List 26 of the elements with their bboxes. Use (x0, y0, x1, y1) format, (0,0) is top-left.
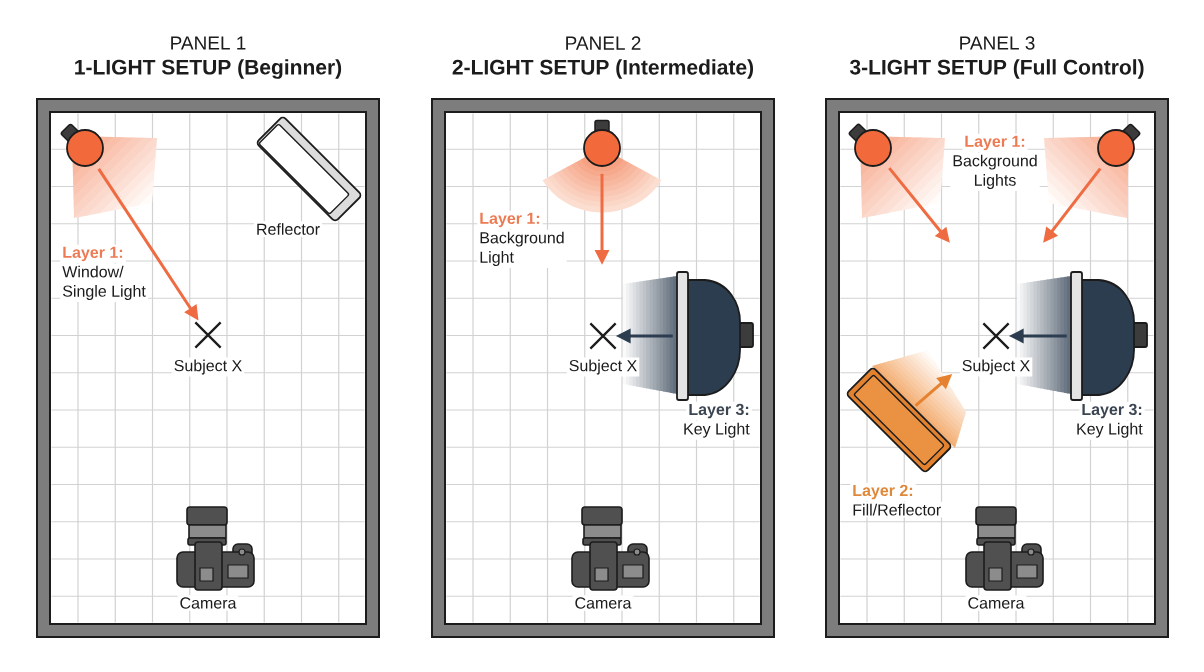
node-label: Camera (572, 595, 634, 611)
camera (965, 506, 1044, 591)
node-label: Camera (965, 595, 1027, 611)
node-label: Camera (177, 595, 239, 611)
lamp (848, 123, 892, 167)
panel-number: PANEL 3 (960, 36, 1035, 50)
reflector-panel (853, 374, 945, 466)
softbox-light (676, 271, 754, 401)
cross-mark (589, 322, 617, 350)
softbox-light (1070, 271, 1148, 401)
node-label: Reflector (254, 221, 322, 237)
panel-title: 3-LIGHT SETUP (Full Control) (849, 59, 1144, 79)
panel-title: 1-LIGHT SETUP (Beginner) (75, 59, 342, 79)
lamp (60, 123, 104, 167)
camera (176, 506, 255, 591)
panel-number: PANEL 2 (566, 36, 641, 50)
node-label: Key Light (1074, 420, 1145, 440)
panel-number: PANEL 1 (171, 36, 246, 50)
lamp (1097, 123, 1141, 167)
lamp (583, 119, 621, 167)
cross-mark (982, 322, 1010, 350)
camera (571, 506, 650, 591)
reflector-panel (258, 123, 350, 215)
cross-mark (194, 321, 222, 349)
node-label: Key Light (681, 420, 752, 440)
panel-title: 2-LIGHT SETUP (Intermediate) (452, 59, 754, 79)
